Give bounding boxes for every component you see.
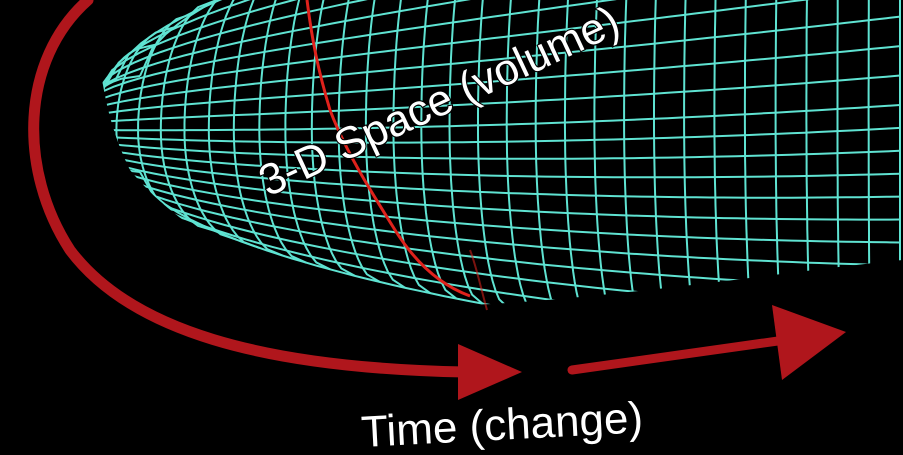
grid-ring-line xyxy=(310,0,356,277)
grid-longitude-line xyxy=(98,45,901,122)
time-straight-arrow-shaft xyxy=(567,335,790,375)
grid-ring-line xyxy=(258,0,307,264)
grid-longitude-line xyxy=(98,126,901,144)
grid-ring-line xyxy=(653,0,673,305)
time-label: Time (change) xyxy=(360,393,644,455)
grid-ring-line xyxy=(392,0,432,295)
grid-ring-line xyxy=(477,0,510,305)
grid-ring-line xyxy=(743,0,758,305)
grid-ring-line xyxy=(137,12,195,223)
grid-longitude-line xyxy=(98,144,901,199)
grid-ring-line xyxy=(805,0,815,305)
grid-longitude-line xyxy=(104,163,901,305)
grid-ring-line xyxy=(534,0,564,305)
grid-ring-line xyxy=(683,0,701,305)
worldline-trace xyxy=(305,0,471,298)
grid-ring-line xyxy=(207,0,260,249)
time-curve-arrowhead xyxy=(458,344,522,400)
grid-longitude-line xyxy=(114,167,901,305)
grid-ring-line xyxy=(563,0,591,305)
grid-longitude-line xyxy=(98,15,901,117)
grid-ring-line xyxy=(448,0,484,305)
grid-ring-line xyxy=(364,0,406,289)
grid-ring-line xyxy=(623,0,646,305)
grid-longitude-line xyxy=(98,0,901,112)
spacetime-grid xyxy=(98,0,901,305)
grid-longitude-line xyxy=(98,136,901,160)
grid-ring-line xyxy=(420,0,458,300)
grid-longitude-line xyxy=(98,152,901,244)
grid-ring-line xyxy=(159,0,216,232)
grid-longitude-line xyxy=(98,104,901,132)
grid-longitude-line xyxy=(98,156,901,267)
grid-longitude-line xyxy=(98,0,901,92)
grid-longitude-line xyxy=(98,140,901,179)
grid-longitude-line xyxy=(98,0,901,102)
grid-ring-line xyxy=(593,0,618,305)
grid-ring-line xyxy=(505,0,537,305)
grid-longitude-line xyxy=(139,171,901,305)
grid-longitude-line xyxy=(98,74,901,127)
grid-longitude-line xyxy=(98,148,901,221)
grid-longitude-line xyxy=(98,0,901,107)
grid-ring-line xyxy=(867,0,872,305)
grid-ring-line xyxy=(284,0,331,271)
time-curve-arrow-shaft xyxy=(28,0,471,378)
grid-longitude-line xyxy=(104,0,901,87)
grid-ring-line xyxy=(774,0,786,305)
grid-ring-line xyxy=(232,0,284,257)
grid-longitude-line xyxy=(98,0,901,97)
time-straight-arrowhead xyxy=(772,305,846,380)
grid-ring-line xyxy=(713,0,729,305)
worldline-faint-trace xyxy=(469,249,488,311)
grid-ring-line xyxy=(183,0,238,241)
